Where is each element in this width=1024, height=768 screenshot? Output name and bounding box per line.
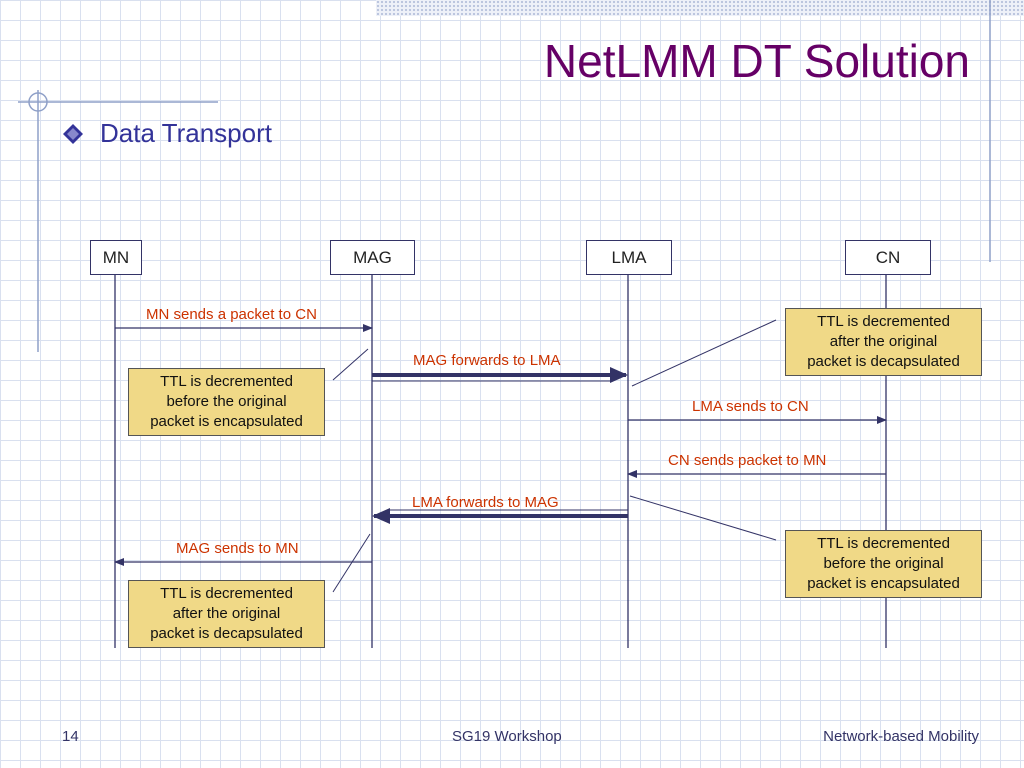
- note-line: after the original: [172, 605, 281, 622]
- note-line: packet is decapsulated: [150, 625, 303, 642]
- note-line: TTL is decremented: [160, 585, 293, 602]
- message-label: MAG sends to MN: [176, 540, 299, 557]
- note-line: packet is decapsulated: [807, 353, 960, 370]
- message-label: LMA forwards to MAG: [412, 494, 559, 511]
- note-mag-encapsulated: TTL is decremented before the original p…: [128, 368, 325, 436]
- footer-center-text: SG19 Workshop: [452, 728, 562, 745]
- slide-frame-circle: [28, 92, 48, 112]
- slide-title: NetLMM DT Solution: [543, 35, 970, 87]
- diamond-bullet-icon: [63, 123, 83, 144]
- footer-right-text: Network-based Mobility: [823, 728, 979, 745]
- entity-box-cn: CN: [845, 240, 931, 275]
- note-line: TTL is decremented: [817, 535, 950, 552]
- note-mag-decapsulated: TTL is decremented after the original pa…: [128, 580, 325, 648]
- bullet-item: Data Transport: [62, 118, 272, 149]
- note-connector-mag-encap: [332, 348, 369, 381]
- note-line: TTL is decremented: [160, 373, 293, 390]
- note-connector-lma-encap: [629, 495, 777, 541]
- entity-label: CN: [875, 248, 901, 267]
- decorative-top-band: [376, 0, 1024, 16]
- footer-page-number: 14: [62, 728, 79, 745]
- entity-box-mag: MAG: [330, 240, 415, 275]
- entity-label: MAG: [353, 248, 392, 267]
- message-label: MN sends a packet to CN: [146, 306, 317, 323]
- note-cn-decapsulated: TTL is decremented after the original pa…: [785, 308, 982, 376]
- message-label: MAG forwards to LMA: [413, 352, 561, 369]
- entity-label: MN: [102, 248, 130, 267]
- note-line: TTL is decremented: [817, 313, 950, 330]
- note-line: before the original: [166, 393, 287, 410]
- note-line: packet is encapsulated: [150, 413, 303, 430]
- message-label: CN sends packet to MN: [668, 452, 827, 469]
- entity-box-lma: LMA: [586, 240, 672, 275]
- note-line: before the original: [823, 555, 944, 572]
- note-connector-mag-decap: [332, 533, 371, 593]
- note-line: packet is encapsulated: [807, 575, 960, 592]
- entity-label: LMA: [611, 248, 647, 267]
- note-connector-lma-decap: [631, 319, 777, 387]
- note-line: after the original: [829, 333, 938, 350]
- message-label: LMA sends to CN: [692, 398, 809, 415]
- entity-box-mn: MN: [90, 240, 142, 275]
- note-lma-encapsulated: TTL is decremented before the original p…: [785, 530, 982, 598]
- bullet-text: Data Transport: [100, 118, 272, 148]
